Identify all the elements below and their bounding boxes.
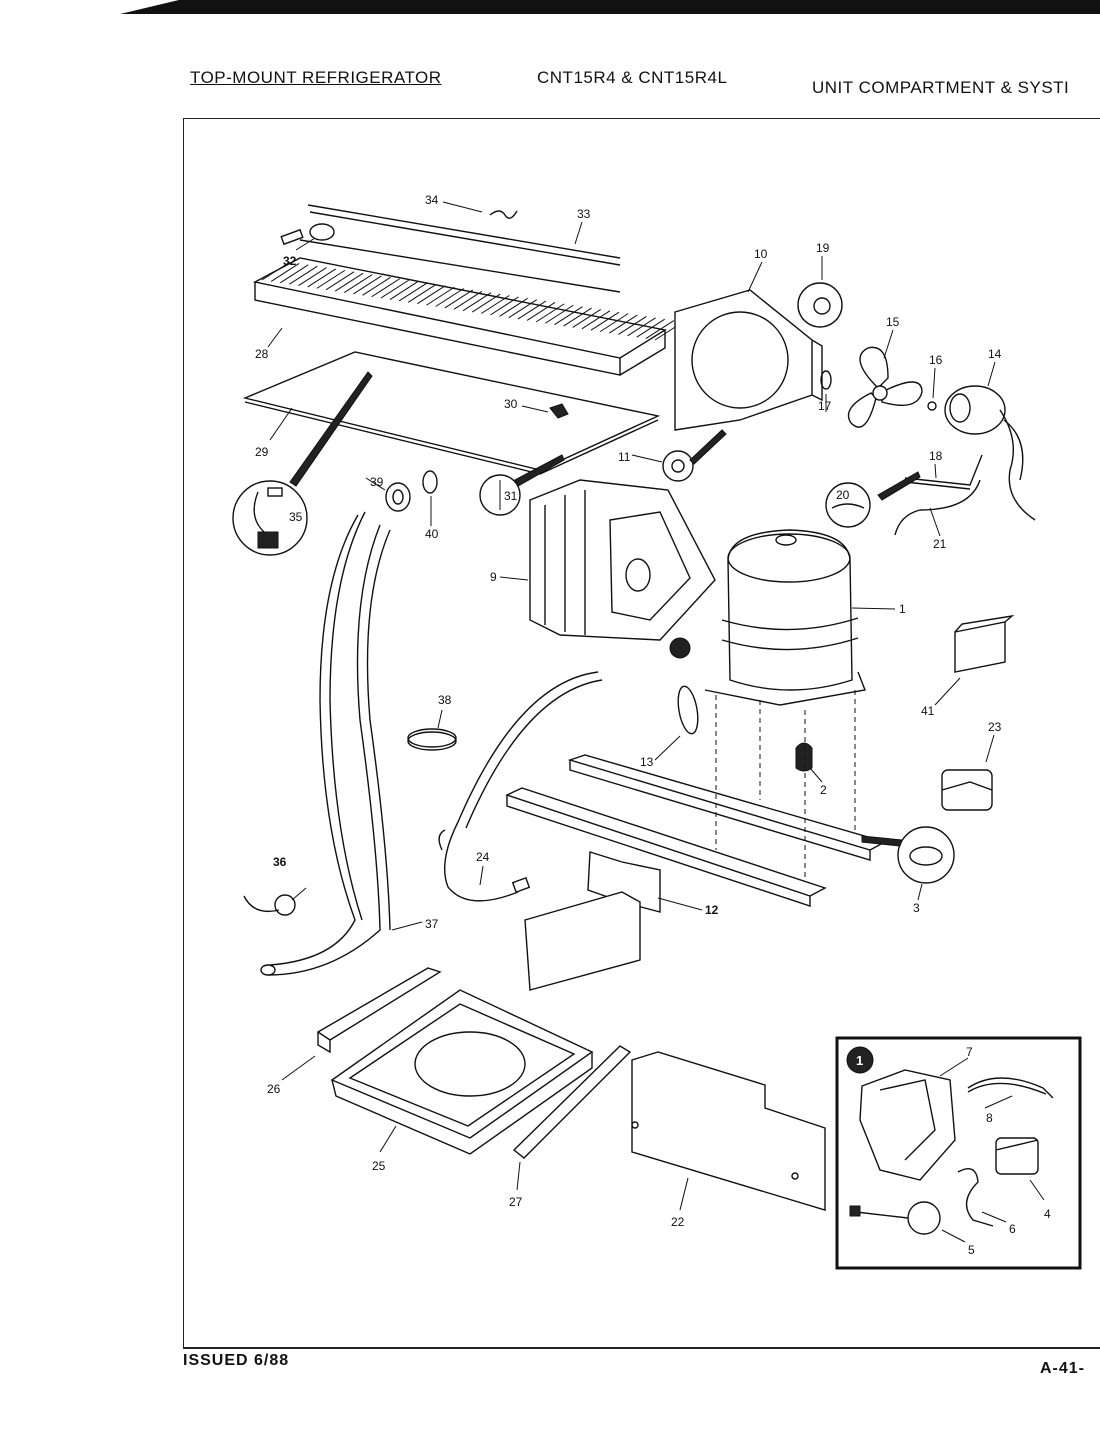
detail-leaders [289,371,921,847]
label-33: 33 [577,207,591,221]
part-31-detail [479,474,521,516]
page-title: TOP-MOUNT REFRIGERATOR [190,68,442,87]
label-32: 32 [283,254,297,268]
label-1: 1 [899,602,906,616]
label-18: 18 [929,449,943,463]
part-19-grommet [797,282,843,328]
part-32-connector [280,223,335,246]
page-number: A-41- [1040,1360,1086,1377]
part-37-drain-tube [260,511,391,976]
label-20: 20 [836,488,850,502]
label-31: 31 [504,489,518,503]
part-16-nut [927,401,937,411]
label-15: 15 [886,315,900,329]
part-18-21-wire [894,454,983,536]
label-10: 10 [754,247,768,261]
part-36-clip [243,887,307,916]
label-19: 19 [816,241,830,255]
label-14: 14 [988,347,1002,361]
label-24: 24 [476,850,490,864]
part-1-compressor [704,529,866,706]
label-29: 29 [255,445,269,459]
part-40-grommet [422,470,438,494]
inset-box [835,1036,1082,1270]
part-22-panel [631,1051,826,1211]
part-23-relay [941,769,993,811]
part-14-fan-motor [944,385,1036,521]
part-base-rails [505,754,887,907]
label-37: 37 [425,917,439,931]
part-28-condenser [252,257,684,376]
label-23: 23 [988,720,1002,734]
issued-date: ISSUED 6/88 [183,1352,290,1369]
label-27: 27 [509,1195,523,1209]
label-39: 39 [370,475,384,489]
label-25: 25 [372,1159,386,1173]
part-12-bracket [524,851,661,991]
top-border-bar [120,0,1100,14]
part-3-grommet [897,826,955,884]
part-number-labels: 34 33 32 28 29 30 10 19 17 15 16 14 18 2… [255,193,1051,1257]
label-6: 6 [1009,1222,1016,1236]
label-leader-lines [267,201,1045,1243]
label-35: 35 [289,510,303,524]
label-41: 41 [921,704,935,718]
label-9: 9 [490,570,497,584]
part-17-clip [820,370,832,390]
label-34: 34 [425,193,439,207]
label-13: 13 [640,755,654,769]
part-35-detail [232,480,308,556]
section-title: UNIT COMPARTMENT & SYSTI [812,78,1070,97]
part-11-grommet [662,450,694,482]
label-28: 28 [255,347,269,361]
part-27-rail [512,1045,632,1159]
label-4: 4 [1044,1207,1051,1221]
label-7: 7 [966,1045,973,1059]
part-9-housing [529,479,716,641]
part-38-clamp [407,728,457,751]
label-17: 17 [818,399,832,413]
part-24-power-cord [438,671,603,902]
inset-marker-number: 1 [856,1053,863,1068]
label-22: 22 [671,1215,685,1229]
part-30-clip [549,403,569,419]
label-21: 21 [933,537,947,551]
part-10-fan-shroud [674,289,823,431]
diagram-frame [183,118,1100,1349]
part-13-drier [677,685,699,735]
part-33-tube [299,204,621,293]
label-8: 8 [986,1111,993,1125]
label-5: 5 [968,1243,975,1257]
part-2-grommet [795,742,813,772]
part-15-fan-blade [847,346,923,428]
label-16: 16 [929,353,943,367]
mounting-guide-lines [715,690,856,880]
label-36: 36 [273,855,287,869]
label-3: 3 [913,901,920,915]
inset-reference-marker [669,637,691,659]
label-2: 2 [820,783,827,797]
model-numbers: CNT15R4 & CNT15R4L [537,68,728,87]
part-25-drain-pan [330,989,594,1155]
part-20-detail [825,482,871,528]
label-11: 11 [618,450,631,464]
part-41-capacitor [954,614,1015,673]
label-40: 40 [425,527,439,541]
label-30: 30 [504,397,518,411]
label-12: 12 [705,903,719,917]
label-26: 26 [267,1082,281,1096]
part-39-grommet [385,482,411,512]
part-26-rail [316,967,442,1054]
label-38: 38 [438,693,452,707]
